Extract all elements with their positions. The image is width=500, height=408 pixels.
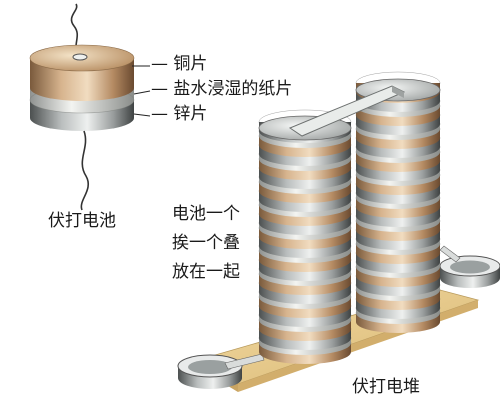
label-zinc: — 锌片 (151, 104, 208, 124)
label-copper: — 铜片 (151, 54, 208, 74)
voltaic-pile (177, 71, 500, 392)
label-stack-line3: 放在一起 (172, 262, 240, 282)
bottom-wire (80, 130, 89, 211)
pile-column-front (258, 109, 352, 364)
pile-column-back (355, 71, 441, 333)
label-voltaic-cell: 伏打电池 (48, 211, 116, 231)
label-stack-line1: 电池一个 (172, 204, 240, 224)
label-voltaic-pile: 伏打电堆 (352, 377, 420, 397)
right-terminal-cup (439, 245, 500, 288)
single-voltaic-cell (29, 3, 151, 211)
left-terminal-cup (177, 353, 265, 389)
wire-contact-icon (72, 53, 88, 61)
label-brine-paper: — 盐水浸湿的纸片 (151, 79, 293, 99)
label-stack-line2: 挨一个叠 (172, 233, 240, 253)
